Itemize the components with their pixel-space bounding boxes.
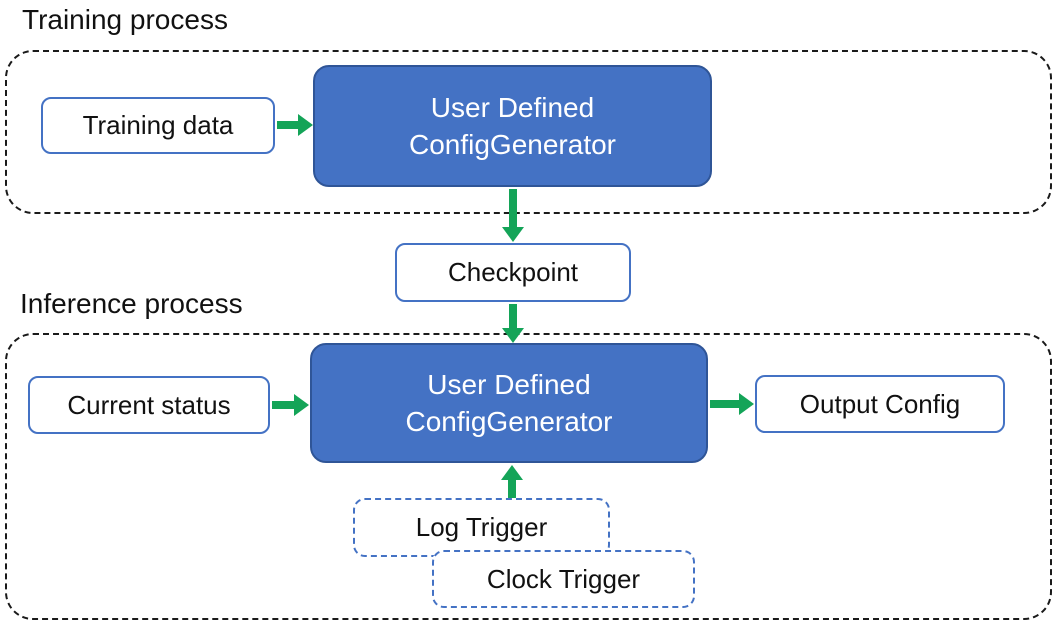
inference-config-generator-line1: User Defined: [427, 369, 591, 400]
arrow-generator-to-output-config-icon: [710, 393, 754, 415]
training-config-generator-line1: User Defined: [430, 92, 595, 123]
arrow-stem: [508, 479, 516, 498]
arrow-head: [739, 393, 754, 415]
arrow-current-status-to-generator-icon: [272, 394, 309, 416]
training-config-generator-box: User Defined ConfigGenerator: [313, 65, 712, 187]
arrow-head: [294, 394, 309, 416]
arrow-checkpoint-to-inference-generator-icon: [502, 304, 524, 343]
arrow-training-data-to-generator-icon: [277, 114, 313, 136]
training-config-generator-line2: ConfigGenerator: [408, 129, 616, 160]
training-process-region: [5, 50, 1052, 214]
inference-process-label: Inference process: [20, 288, 243, 319]
inference-config-generator-line2: ConfigGenerator: [405, 406, 613, 437]
arrow-stem: [277, 121, 299, 129]
arrow-stem: [272, 401, 295, 409]
inference-process-region: [5, 333, 1052, 620]
log-trigger-box: Log Trigger: [353, 498, 610, 557]
arrow-stem: [509, 189, 517, 228]
arrow-stem: [509, 304, 517, 329]
arrow-triggers-to-generator-icon: [501, 465, 523, 498]
training-data-box: Training data: [41, 97, 275, 154]
arrow-head: [502, 328, 524, 343]
clock-trigger-box: Clock Trigger: [432, 550, 695, 608]
current-status-box: Current status: [28, 376, 270, 434]
inference-config-generator-box: User Defined ConfigGenerator: [310, 343, 708, 463]
arrow-training-generator-to-checkpoint-icon: [502, 189, 524, 242]
output-config-box: Output Config: [755, 375, 1005, 433]
checkpoint-box: Checkpoint: [395, 243, 631, 302]
arrow-head: [501, 465, 523, 480]
training-process-label: Training process: [22, 4, 228, 35]
arrow-head: [502, 227, 524, 242]
arrow-head: [298, 114, 313, 136]
arrow-stem: [710, 400, 740, 408]
